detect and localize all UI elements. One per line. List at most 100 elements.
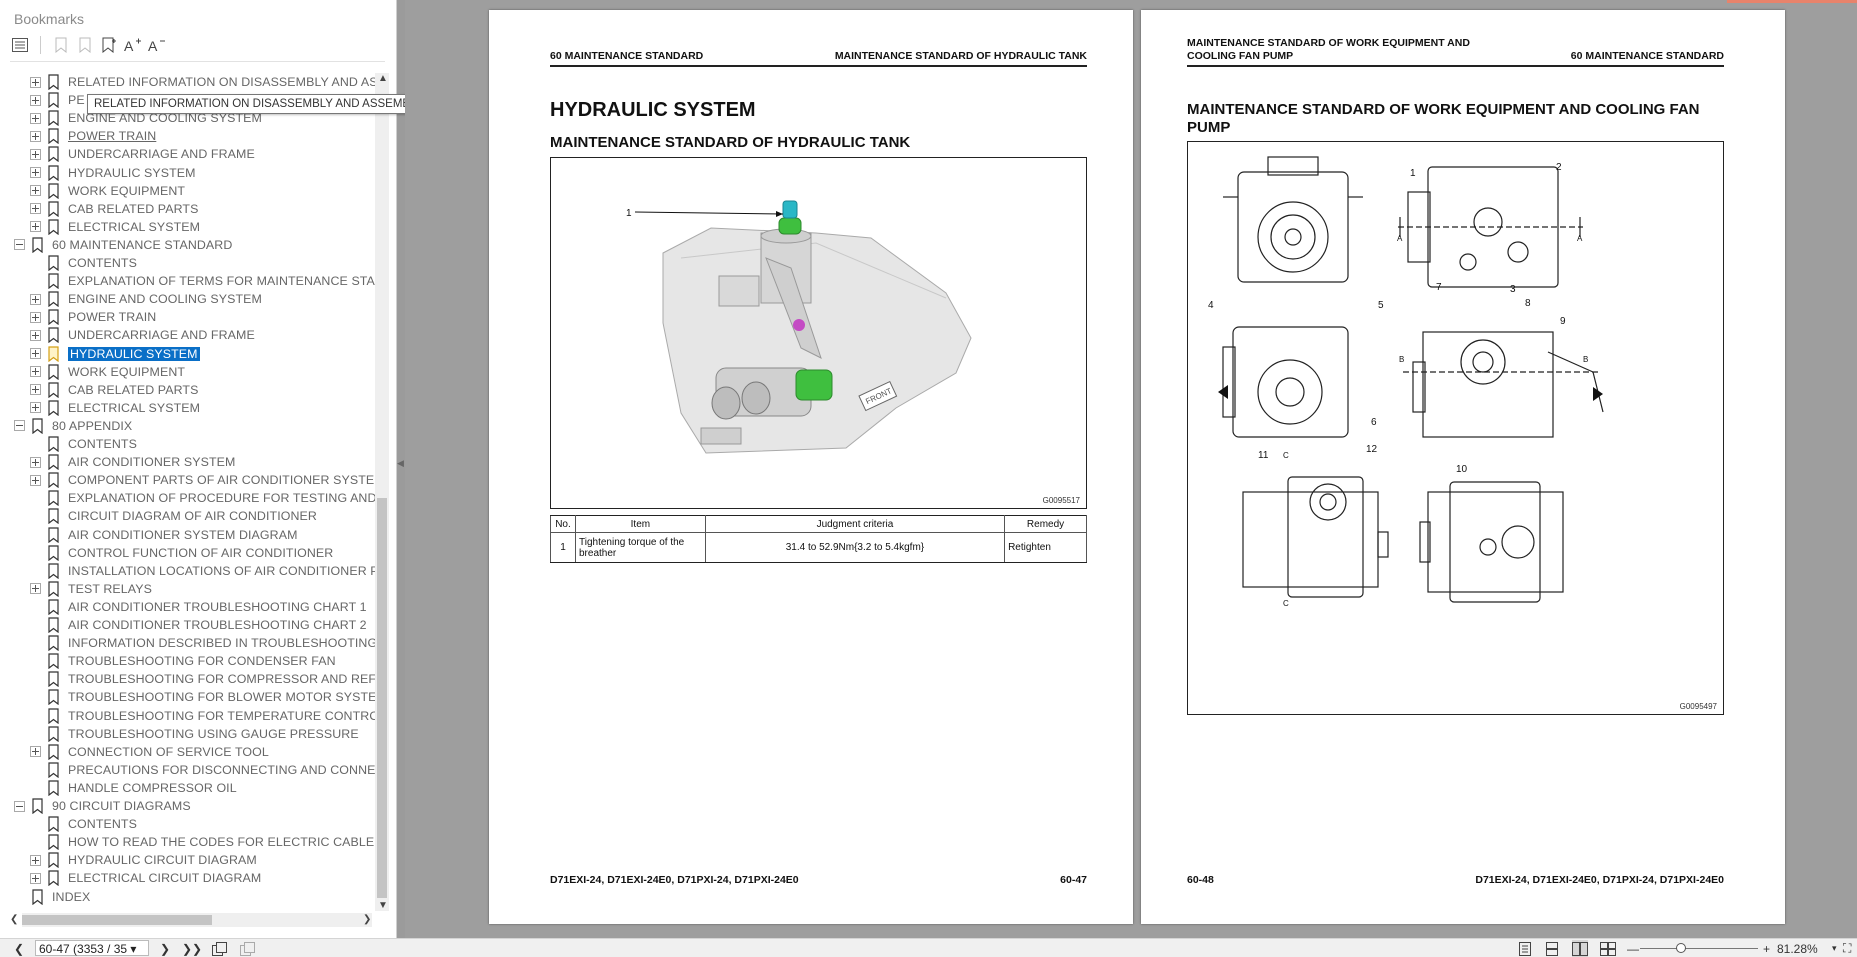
expand-icon[interactable] — [30, 583, 41, 595]
bookmark-item[interactable]: AIR CONDITIONER TROUBLESHOOTING CHART 1 — [30, 598, 367, 616]
zoom-in-icon[interactable]: + — [1763, 941, 1771, 956]
collapse-panel-icon[interactable]: ◀ — [397, 458, 404, 468]
expand-icon[interactable] — [30, 94, 41, 106]
bookmark-item[interactable]: AIR CONDITIONER SYSTEM — [30, 453, 235, 471]
bookmark-item[interactable]: CAB RELATED PARTS — [30, 200, 198, 218]
collapse-icon[interactable] — [14, 239, 25, 251]
previous-page-icon[interactable]: ❮ — [14, 941, 25, 956]
fullscreen-icon[interactable]: ⛶ — [1843, 941, 1852, 955]
expand-icon[interactable] — [30, 130, 41, 142]
scroll-right-icon[interactable]: ❯ — [363, 914, 372, 925]
bookmark-item[interactable]: ELECTRICAL CIRCUIT DIAGRAM — [30, 869, 261, 887]
bookmark-item[interactable]: CONTENTS — [30, 435, 137, 453]
zoom-slider-thumb[interactable] — [1676, 943, 1686, 953]
options-menu-icon[interactable] — [10, 35, 30, 55]
bookmark-item[interactable]: HYDRAULIC SYSTEM — [30, 164, 196, 182]
expand-icon[interactable] — [30, 456, 41, 468]
new-bookmark-icon[interactable] — [75, 35, 95, 55]
bookmark-item[interactable]: CONTROL FUNCTION OF AIR CONDITIONER — [30, 544, 333, 562]
bookmark-item[interactable]: EXPLANATION OF TERMS FOR MAINTENANCE STA… — [30, 272, 377, 290]
bookmark-item[interactable]: WORK EQUIPMENT — [30, 363, 185, 381]
expand-icon[interactable] — [30, 329, 41, 341]
single-page-view-icon[interactable] — [1518, 940, 1532, 957]
bookmark-item[interactable]: CONTENTS — [30, 254, 137, 272]
bookmark-item[interactable]: WORK EQUIPMENT — [30, 182, 185, 200]
bookmark-item[interactable]: POWER TRAIN — [30, 308, 156, 326]
delete-bookmark-icon[interactable] — [51, 35, 71, 55]
expand-icon[interactable] — [30, 402, 41, 414]
bookmark-item[interactable]: PE — [30, 91, 85, 109]
zoom-level[interactable]: 81.28% — [1777, 941, 1818, 956]
expand-icon[interactable] — [30, 311, 41, 323]
expand-icon[interactable] — [30, 348, 41, 359]
bookmark-item[interactable]: POWER TRAIN — [30, 127, 156, 145]
bookmark-item[interactable]: RELATED INFORMATION ON DISASSEMBLY AND A… — [30, 73, 377, 91]
bookmark-item[interactable]: HANDLE COMPRESSOR OIL — [30, 779, 237, 797]
expand-icon[interactable] — [30, 854, 41, 866]
bookmark-item[interactable]: EXPLANATION OF PROCEDURE FOR TESTING AND… — [30, 489, 377, 507]
bookmark-item[interactable]: HYDRAULIC SYSTEM — [30, 345, 200, 363]
continuous-facing-view-icon[interactable] — [1600, 940, 1616, 957]
bookmark-item[interactable]: UNDERCARRIAGE AND FRAME — [30, 326, 255, 344]
bookmark-item[interactable]: 60 MAINTENANCE STANDARD — [14, 236, 232, 254]
bookmark-item[interactable]: CONNECTION OF SERVICE TOOL — [30, 743, 269, 761]
bookmark-item[interactable]: HOW TO READ THE CODES FOR ELECTRIC CABLE — [30, 833, 374, 851]
bookmark-item[interactable]: INFORMATION DESCRIBED IN TROUBLESHOOTING… — [30, 634, 377, 652]
bookmark-item[interactable]: TROUBLESHOOTING FOR CONDENSER FAN — [30, 652, 336, 670]
bookmark-item[interactable]: 80 APPENDIX — [14, 417, 132, 435]
expand-icon[interactable] — [30, 872, 41, 884]
expand-icon[interactable] — [30, 167, 41, 178]
bookmark-item[interactable]: HYDRAULIC CIRCUIT DIAGRAM — [30, 851, 257, 869]
zoom-out-icon[interactable]: — — [1627, 941, 1639, 956]
bookmark-item[interactable]: TROUBLESHOOTING FOR TEMPERATURE CONTROL … — [30, 707, 377, 725]
expand-text-icon[interactable]: A — [123, 35, 143, 55]
bookmark-item[interactable]: TEST RELAYS — [30, 580, 152, 598]
zoom-dropdown-icon[interactable]: ▾ — [1832, 943, 1837, 953]
shrink-text-icon[interactable]: A — [147, 35, 167, 55]
expand-icon[interactable] — [30, 366, 41, 378]
page-number-field[interactable]: 60-47 (3353 / 35 ▾ — [35, 940, 149, 956]
expand-icon[interactable] — [30, 474, 41, 486]
bookmark-item[interactable]: TROUBLESHOOTING FOR BLOWER MOTOR SYSTEM … — [30, 688, 377, 706]
bookmark-item[interactable]: COMPONENT PARTS OF AIR CONDITIONER SYSTE… — [30, 471, 377, 489]
expand-icon[interactable] — [30, 746, 41, 758]
bookmark-item[interactable]: UNDERCARRIAGE AND FRAME — [30, 145, 255, 163]
expand-icon[interactable] — [30, 221, 41, 233]
vertical-scrollbar[interactable]: ▲ ▼ — [375, 73, 389, 911]
expand-icon[interactable] — [30, 293, 41, 305]
bookmark-item[interactable]: INSTALLATION LOCATIONS OF AIR CONDITIONE… — [30, 562, 377, 580]
bookmark-item[interactable]: TROUBLESHOOTING FOR COMPRESSOR AND REFRI… — [30, 670, 377, 688]
expand-icon[interactable] — [30, 148, 41, 160]
bookmark-item[interactable]: AIR CONDITIONER SYSTEM DIAGRAM — [30, 526, 298, 544]
bookmark-item[interactable]: AIR CONDITIONER TROUBLESHOOTING CHART 2 — [30, 616, 367, 634]
add-bookmark-icon[interactable] — [99, 35, 119, 55]
bookmark-item[interactable]: ENGINE AND COOLING SYSTEM — [30, 290, 262, 308]
bookmark-item[interactable]: CONTENTS — [30, 815, 137, 833]
bookmark-item[interactable]: ELECTRICAL SYSTEM — [30, 218, 200, 236]
next-page-icon[interactable]: ❯ — [160, 941, 171, 956]
expand-icon[interactable] — [30, 112, 41, 124]
horizontal-scrollbar[interactable] — [22, 913, 372, 927]
expand-icon[interactable] — [30, 185, 41, 197]
last-page-icon[interactable]: ❯❯ — [182, 941, 203, 956]
bookmark-item[interactable]: INDEX — [14, 888, 90, 906]
vertical-scroll-thumb[interactable] — [377, 498, 387, 898]
bookmark-item[interactable]: PRECAUTIONS FOR DISCONNECTING AND CONNEC… — [30, 761, 377, 779]
expand-icon[interactable] — [30, 384, 41, 396]
horizontal-scroll-thumb[interactable] — [22, 915, 212, 925]
bookmark-item[interactable]: ENGINE AND COOLING SYSTEM — [30, 109, 262, 127]
expand-icon[interactable] — [30, 76, 41, 88]
bookmark-item[interactable]: ELECTRICAL SYSTEM — [30, 399, 200, 417]
collapse-icon[interactable] — [14, 800, 25, 812]
bookmark-item[interactable]: CAB RELATED PARTS — [30, 381, 198, 399]
collapse-icon[interactable] — [14, 420, 25, 432]
bookmark-item[interactable]: CIRCUIT DIAGRAM OF AIR CONDITIONER — [30, 507, 317, 525]
paste-icon[interactable] — [240, 940, 256, 957]
scroll-left-icon[interactable]: ❮ — [10, 914, 19, 925]
facing-view-icon[interactable] — [1572, 940, 1588, 957]
bookmark-item[interactable]: 90 CIRCUIT DIAGRAMS — [14, 797, 191, 815]
bookmark-item[interactable]: TROUBLESHOOTING USING GAUGE PRESSURE — [30, 725, 359, 743]
continuous-view-icon[interactable] — [1545, 940, 1559, 957]
zoom-slider[interactable] — [1640, 948, 1758, 949]
copy-icon[interactable] — [212, 940, 228, 957]
